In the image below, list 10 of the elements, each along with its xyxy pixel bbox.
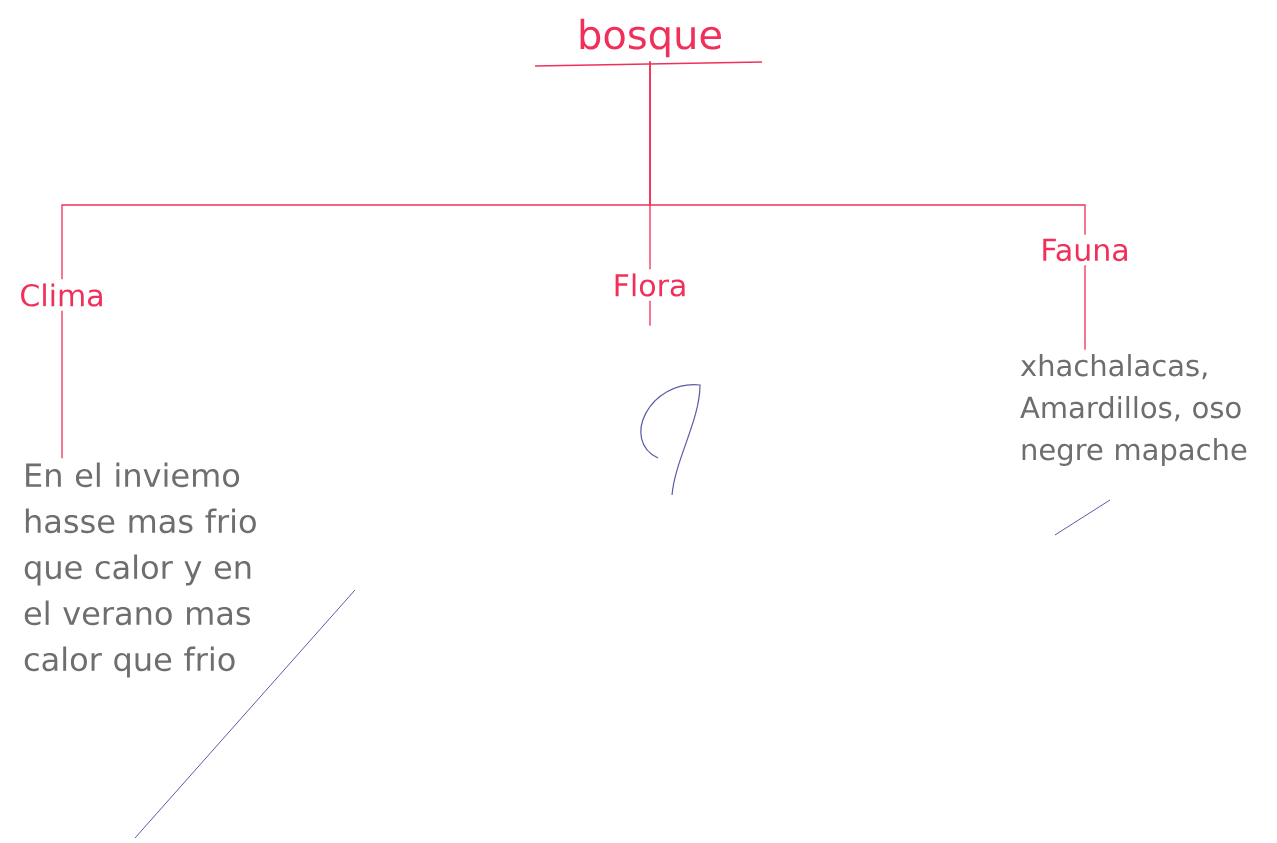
tree-connector: [649, 60, 1086, 236]
tick-line: [61, 310, 63, 459]
handwritten-note: En el inviemo hasse mas frio que calor y en el verano mas calor que frio: [24, 462, 256, 678]
branch-label: Flora: [615, 273, 685, 297]
title: bosque: [580, 18, 721, 58]
branch-label: Fauna: [1043, 238, 1127, 262]
handwritten-note: xhachalacas, Amardillos, oso negre mapache: [1020, 353, 1247, 467]
tick-line: [649, 300, 651, 327]
branch-label: Clima: [21, 283, 102, 307]
tick-line: [1084, 264, 1086, 351]
